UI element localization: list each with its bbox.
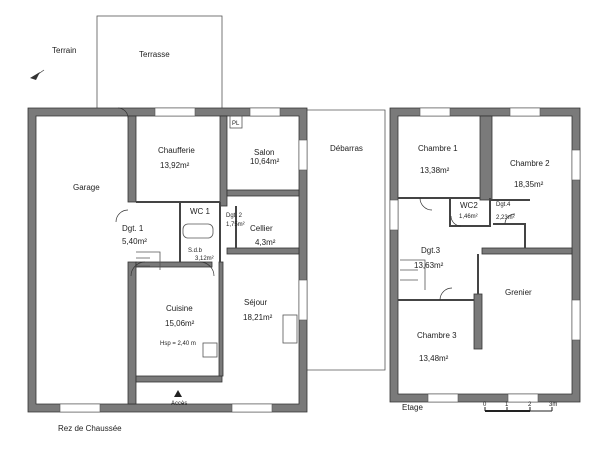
height-note: Hsp = 2,40 m	[160, 341, 196, 347]
sejour-area: 18,21m²	[243, 313, 273, 322]
upper-floor-label: Etage	[402, 403, 423, 412]
chambre3-area: 13,48m²	[419, 354, 449, 363]
terrain-label: Terrain	[52, 46, 76, 55]
salon-area: 10,64m²	[250, 157, 280, 166]
ground-floor-label: Rez de Chaussée	[58, 424, 122, 433]
chambre2-label: Chambre 2	[510, 159, 550, 168]
sejour-label: Séjour	[244, 298, 267, 307]
scale-tick-2: 2	[528, 402, 532, 408]
salon-label: Salon	[254, 148, 274, 157]
dgt4-area: 2,23m²	[496, 215, 515, 221]
pl-label: PL	[232, 121, 240, 127]
dgt3-label: Dgt.3	[421, 246, 441, 255]
acces-label: Accès	[171, 401, 187, 407]
chambre3-label: Chambre 3	[417, 331, 457, 340]
cuisine-label: Cuisine	[166, 304, 193, 313]
chaufferie-area: 13,92m²	[160, 161, 190, 170]
debarras-outline	[305, 109, 386, 371]
garage-label: Garage	[73, 183, 100, 192]
wc2-label: WC2	[460, 201, 478, 210]
chambre1-label: Chambre 1	[418, 144, 458, 153]
sdb-label: S.d.b	[188, 248, 203, 254]
chambre1-area: 13,38m²	[420, 166, 450, 175]
dgt1-area: 5,40m²	[122, 237, 147, 246]
dgt2-area: 1,75m²	[226, 222, 245, 228]
terrasse-outline	[96, 15, 223, 112]
debarras-label: Débarras	[330, 144, 363, 153]
upper-floor-walls	[389, 107, 581, 403]
wc2-area: 1,46m²	[459, 214, 478, 220]
sdb-area: 3,12m²	[195, 256, 214, 262]
scale-bar: 0 1 2 3m	[483, 402, 557, 412]
scale-tick-1: 1	[505, 402, 509, 408]
cellier-area: 4,3m²	[255, 238, 276, 247]
dgt3-area: 13,63m²	[414, 261, 444, 270]
entrance-arrow-icon	[174, 390, 182, 397]
dgt2-label: Dgt. 2	[226, 213, 243, 219]
chaufferie-label: Chaufferie	[158, 146, 195, 155]
chambre2-area: 18,35m²	[514, 180, 544, 189]
wc1-label: WC 1	[190, 207, 211, 216]
terrasse-label: Terrasse	[139, 50, 170, 59]
cuisine-area: 15,06m²	[165, 319, 195, 328]
north-arrow-icon	[30, 69, 45, 80]
dgt4-label: Dgt.4	[496, 202, 511, 208]
grenier-label: Grenier	[505, 288, 532, 297]
scale-tick-3: 3m	[549, 402, 557, 408]
ground-floor-walls	[27, 107, 308, 413]
dgt1-label: Dgt. 1	[122, 224, 144, 233]
scale-tick-0: 0	[483, 402, 487, 408]
cellier-label: Cellier	[250, 224, 273, 233]
